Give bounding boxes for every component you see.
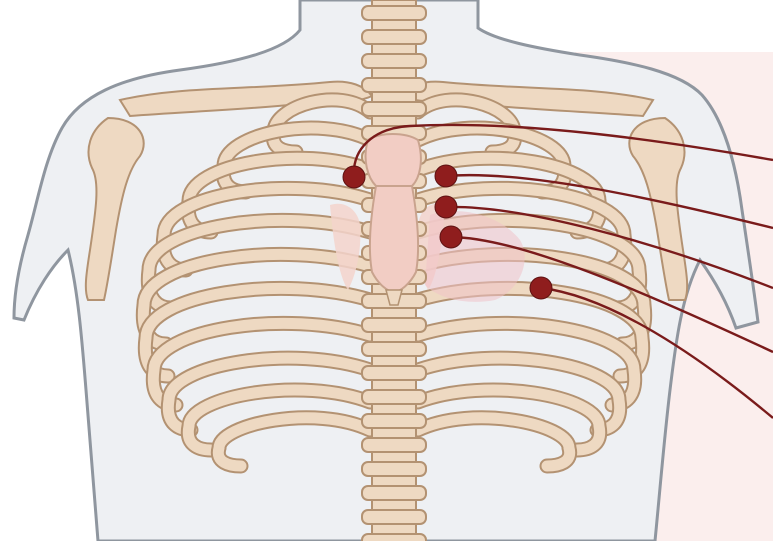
vertebra	[362, 486, 426, 500]
vertebra	[362, 30, 426, 44]
vertebra	[362, 102, 426, 116]
vertebra	[362, 438, 426, 452]
electrode-5	[530, 277, 552, 299]
electrode-1	[343, 166, 365, 188]
vertebra	[362, 390, 426, 404]
vertebra	[362, 318, 426, 332]
vertebra	[362, 366, 426, 380]
vertebra	[362, 414, 426, 428]
electrode-4	[440, 226, 462, 248]
vertebra	[362, 78, 426, 92]
vertebra	[362, 54, 426, 68]
vertebra	[362, 6, 426, 20]
electrode-3	[435, 196, 457, 218]
sternum-body	[370, 186, 418, 292]
vertebra	[362, 510, 426, 524]
manubrium	[366, 134, 421, 186]
vertebra	[362, 462, 426, 476]
vertebra	[362, 342, 426, 356]
electrode-2	[435, 165, 457, 187]
vertebra	[362, 534, 426, 541]
